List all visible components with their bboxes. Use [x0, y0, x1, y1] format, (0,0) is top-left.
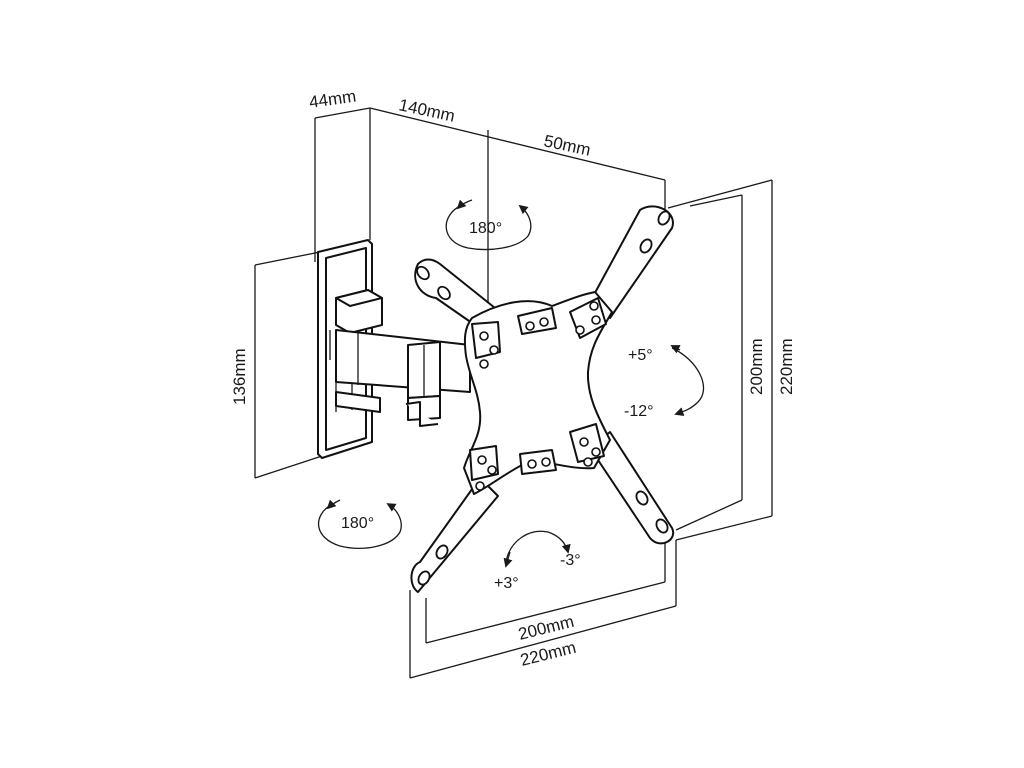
swivel-top-label: 180° — [469, 220, 502, 237]
vesa-outer-horizontal-label: 220mm — [518, 638, 578, 670]
vesa-bracket — [410, 205, 675, 593]
swivel-bottom-label: 180° — [341, 515, 374, 532]
vesa-inner-vertical-label: 200mm — [747, 338, 766, 395]
swivel-top-arrow — [445, 199, 532, 251]
arm-extension-label: 140mm — [397, 95, 456, 125]
tilt-up-label: +5° — [628, 347, 653, 364]
articulating-arm — [335, 289, 471, 427]
wall-plate-height-label: 136mm — [230, 348, 249, 405]
rotation-positive-label: +3° — [494, 575, 519, 592]
rotation-arrow — [503, 530, 571, 568]
dimension-lines — [254, 107, 773, 679]
wall-plate-depth-label: 44mm — [308, 87, 357, 112]
swivel-bottom-arrow — [317, 499, 402, 549]
rotation-negative-label: -3° — [560, 552, 581, 569]
vesa-outer-vertical-label: 220mm — [777, 338, 796, 395]
tilt-arrow — [670, 345, 705, 417]
tilt-down-label: -12° — [624, 403, 654, 420]
